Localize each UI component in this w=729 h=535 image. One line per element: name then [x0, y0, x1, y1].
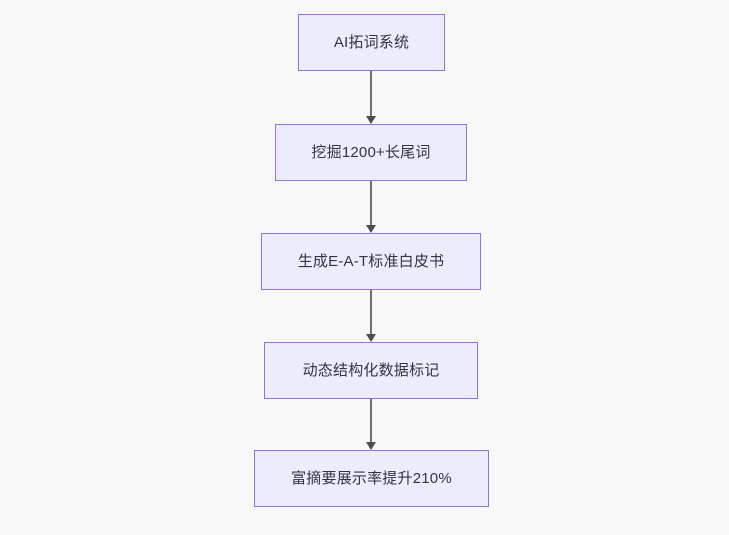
flow-node-structured-data-markup[interactable]: 动态结构化数据标记: [264, 342, 478, 399]
arrowhead-icon: [366, 116, 376, 124]
flow-node-label: 动态结构化数据标记: [302, 361, 440, 379]
connector-line: [370, 290, 372, 335]
flow-node-ai-keyword-system[interactable]: AI拓词系统: [298, 14, 445, 71]
connector-line: [370, 399, 372, 443]
flow-node-label: 生成E-A-T标准白皮书: [297, 252, 445, 270]
flow-node-label: 挖掘1200+长尾词: [311, 143, 431, 161]
flow-node-longtail-keywords[interactable]: 挖掘1200+长尾词: [275, 124, 467, 181]
arrowhead-icon: [366, 442, 376, 450]
flow-node-label: AI拓词系统: [333, 33, 410, 51]
flow-node-rich-snippet-result[interactable]: 富摘要展示率提升210%: [254, 450, 489, 507]
arrowhead-icon: [366, 334, 376, 342]
connector-line: [370, 71, 372, 117]
connector-line: [370, 181, 372, 226]
flow-node-label: 富摘要展示率提升210%: [291, 469, 452, 487]
arrowhead-icon: [366, 225, 376, 233]
flow-node-eat-whitepaper[interactable]: 生成E-A-T标准白皮书: [261, 233, 481, 290]
